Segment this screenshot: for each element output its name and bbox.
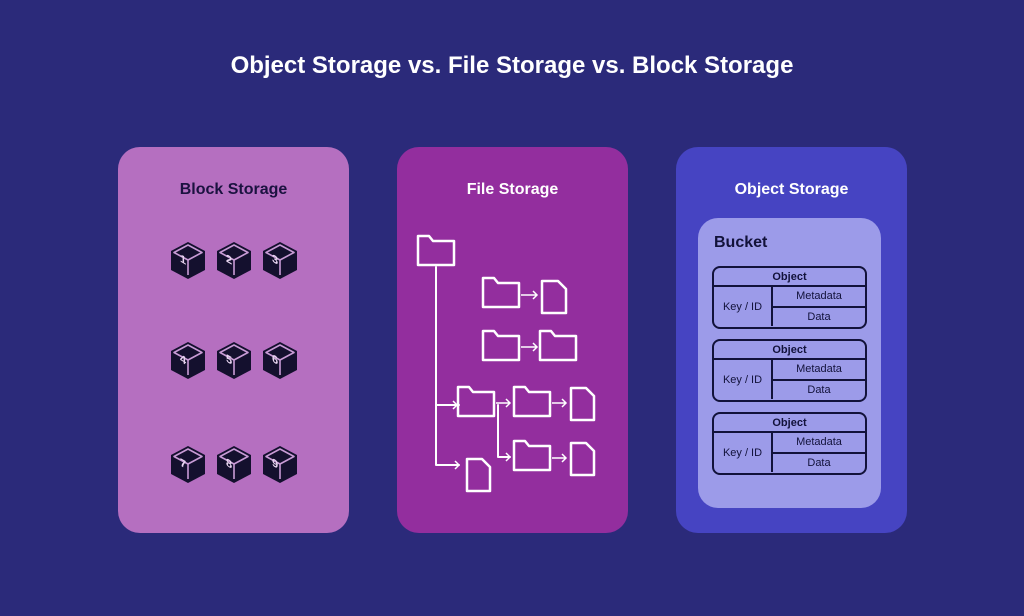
- arrow-icon: [496, 398, 512, 408]
- tree-branch-line: [435, 266, 460, 406]
- folder-icon: [481, 329, 521, 362]
- block-cube-icon: 8: [214, 444, 254, 484]
- object-storage-title: Object Storage: [734, 181, 849, 198]
- object-header: Object: [714, 341, 865, 360]
- folder-icon: [538, 329, 578, 362]
- object-record: Object Key / ID Metadata Data: [712, 266, 867, 329]
- block-cube-icon: 6: [260, 340, 300, 380]
- arrow-icon: [521, 290, 539, 300]
- object-metadata: Metadata: [773, 287, 865, 308]
- object-data: Data: [807, 383, 831, 396]
- arrow-icon: [505, 452, 512, 462]
- file-icon: [540, 279, 568, 315]
- arrow-icon: [552, 453, 568, 463]
- object-data: Data: [807, 310, 831, 323]
- folder-icon: [481, 276, 521, 309]
- object-record: Object Key / ID Metadata Data: [712, 339, 867, 402]
- file-storage-title: File Storage: [466, 181, 559, 198]
- block-cube-icon: 2: [214, 240, 254, 280]
- block-cube-icon: 9: [260, 444, 300, 484]
- object-key: Key / ID: [714, 360, 773, 399]
- object-key: Key / ID: [714, 287, 773, 326]
- file-icon: [465, 457, 492, 493]
- object-metadata: Metadata: [773, 433, 865, 454]
- block-cube-icon: 3: [260, 240, 300, 280]
- file-icon: [569, 441, 596, 477]
- block-cube-icon: 5: [214, 340, 254, 380]
- object-data: Data: [807, 456, 831, 469]
- block-storage-title: Block Storage: [179, 181, 288, 198]
- object-key: Key / ID: [714, 433, 773, 472]
- object-record: Object Key / ID Metadata Data: [712, 412, 867, 475]
- folder-icon: [512, 439, 552, 472]
- arrow-icon: [521, 342, 539, 352]
- folder-icon: [512, 385, 552, 418]
- block-cube-icon: 4: [168, 340, 208, 380]
- bucket: Bucket Object Key / ID Metadata Data Obj…: [698, 218, 881, 508]
- folder-icon: [416, 234, 456, 267]
- block-cube-icon: 7: [168, 444, 208, 484]
- tree-branch-line: [497, 404, 511, 458]
- file-tree: [416, 234, 596, 493]
- object-metadata: Metadata: [773, 360, 865, 381]
- bucket-label: Bucket: [714, 234, 768, 251]
- arrow-icon: [552, 398, 568, 408]
- diagram-title: Object Storage vs. File Storage vs. Bloc…: [230, 52, 794, 79]
- object-header: Object: [714, 414, 865, 433]
- object-storage-card: Object Storage Bucket Object Key / ID Me…: [676, 147, 907, 533]
- object-header: Object: [714, 268, 865, 287]
- arrow-icon: [454, 460, 461, 470]
- file-storage-card: File Storage: [397, 147, 628, 533]
- folder-icon: [456, 385, 496, 418]
- block-cube-icon: 1: [168, 240, 208, 280]
- file-icon: [569, 386, 596, 422]
- tree-branch-line: [435, 404, 460, 466]
